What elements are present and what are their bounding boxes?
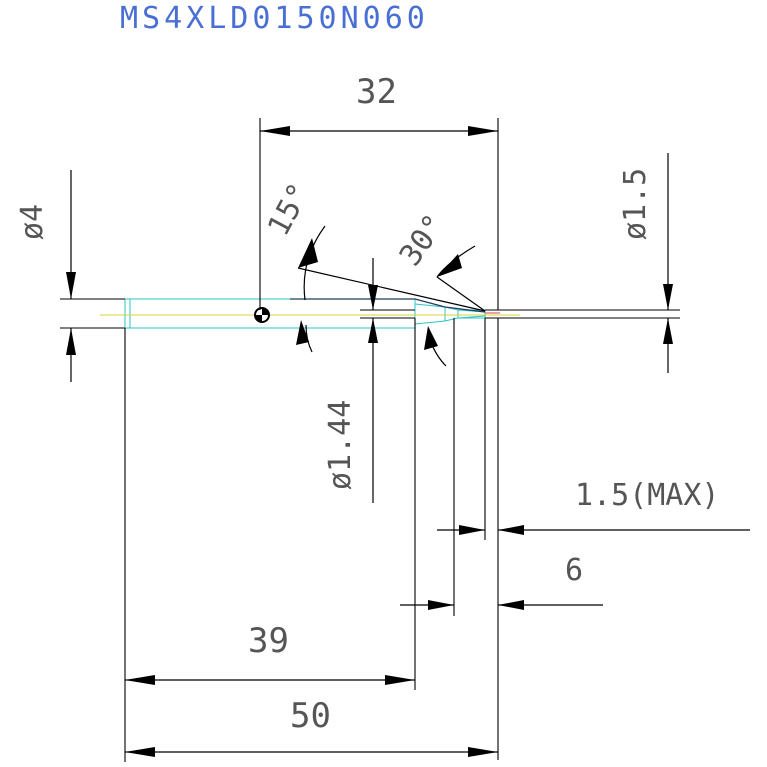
dimension-angle-30: 30° bbox=[393, 208, 486, 367]
dimension-tip-dia: ø1.5 bbox=[485, 153, 680, 373]
dimension-6: 6 bbox=[400, 318, 603, 616]
dimension-shank-dia: ø4 bbox=[15, 170, 125, 382]
taper-30-edge bbox=[444, 306, 486, 313]
tool-body bbox=[100, 298, 520, 329]
angle-15-label: 15° bbox=[261, 177, 317, 241]
tip-dia-label: ø1.5 bbox=[618, 168, 653, 240]
dimension-neck-dia: ø1.44 bbox=[323, 258, 415, 503]
dim-32-label: 32 bbox=[356, 72, 397, 112]
taper-15-edge bbox=[414, 298, 446, 308]
drawing-title: MS4XLD0150N060 bbox=[120, 1, 429, 36]
datum-quadrant-icon bbox=[262, 308, 269, 315]
neck-dia-label: ø1.44 bbox=[323, 400, 358, 490]
dim-50-label: 50 bbox=[290, 696, 331, 736]
angle-30-label: 30° bbox=[393, 208, 453, 272]
dimension-50: 50 bbox=[125, 696, 498, 757]
neck-outline-lower bbox=[414, 315, 486, 325]
shank-outline bbox=[124, 298, 416, 329]
dimension-32: 32 bbox=[259, 72, 499, 310]
dim-6-label: 6 bbox=[565, 553, 583, 588]
dim-39-label: 39 bbox=[248, 621, 289, 661]
tip-max-label: 1.5(MAX) bbox=[575, 478, 720, 513]
datum-quadrant-icon-2 bbox=[255, 315, 262, 322]
shank-dia-label: ø4 bbox=[15, 204, 50, 240]
dimension-39: 39 bbox=[124, 318, 416, 762]
dimension-tip-max: 1.5(MAX) bbox=[437, 318, 750, 760]
neck-outline bbox=[414, 303, 486, 313]
